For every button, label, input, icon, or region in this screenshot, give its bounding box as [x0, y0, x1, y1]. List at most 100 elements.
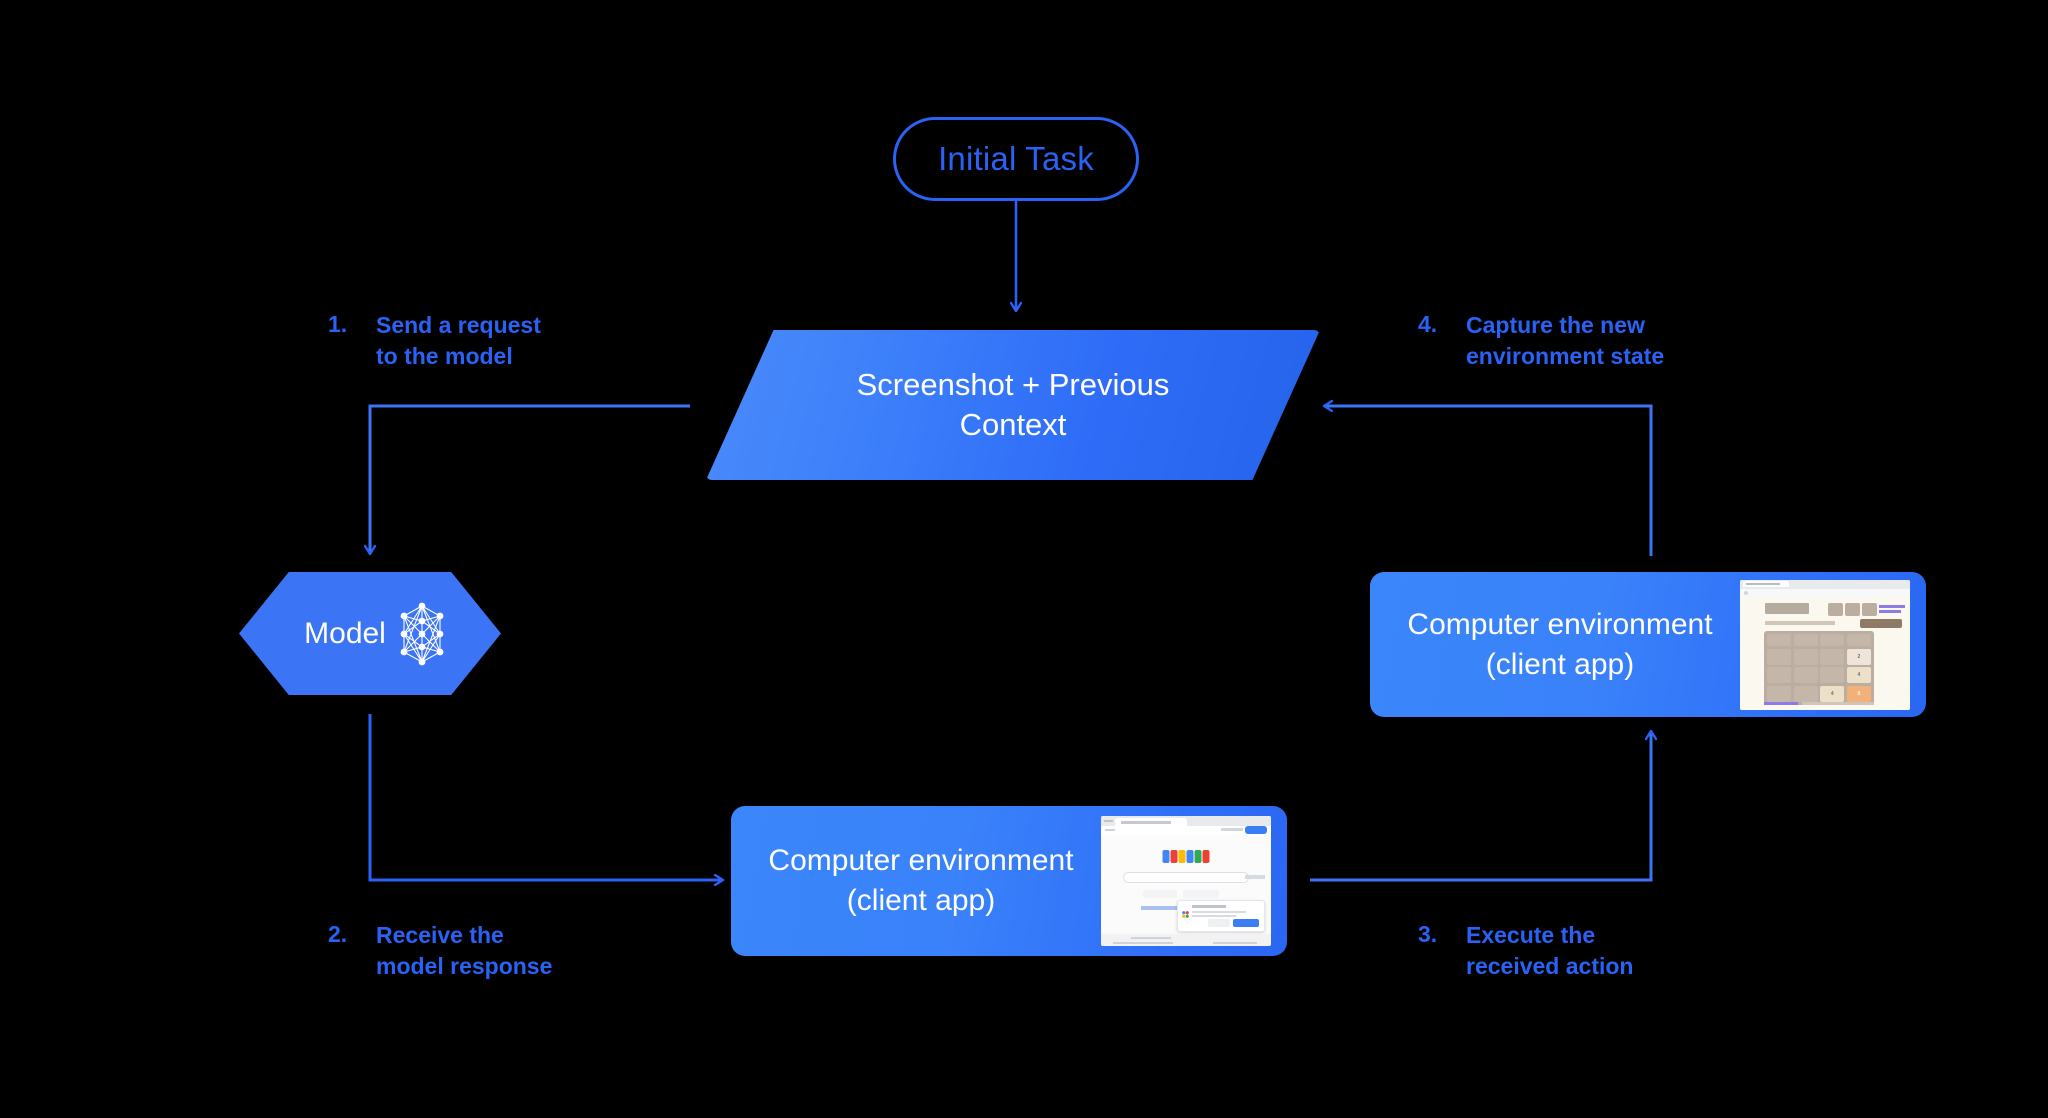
browser-tab-title [1746, 582, 1780, 585]
2048-site-title [1765, 602, 1809, 614]
dialog-body-line-2 [1192, 915, 1236, 917]
google-sign-in-button [1245, 826, 1267, 834]
google-footer [1101, 934, 1271, 946]
context-label-line2: Context [959, 407, 1067, 442]
step-4-number: 4. [1418, 311, 1438, 337]
google-search-button [1143, 890, 1177, 898]
step-1-number: 1. [328, 311, 348, 337]
env-right-label: Computer environment (client app) [1370, 605, 1740, 684]
2048-tile-value: 4 [1830, 690, 1834, 697]
browser-url-favicon [1744, 591, 1748, 595]
thumbnail-google-search [1101, 816, 1271, 946]
browser-url-bar [1740, 588, 1910, 597]
model-content: Model [239, 572, 501, 695]
2048-link-line-2 [1879, 609, 1901, 613]
2048-footer-text [1802, 701, 1874, 705]
model-label: Model [304, 616, 386, 650]
node-screenshot-context[interactable]: Screenshot + Previous Context [706, 330, 1320, 480]
arrow-env-right-to-context [1325, 406, 1653, 556]
arrow-context-to-model [370, 404, 690, 553]
step-1-line2: to the model [376, 343, 513, 370]
step-1-line1: Send a request [376, 312, 541, 338]
context-label-line1: Screenshot + Previous [856, 366, 1170, 402]
dialog-primary-button [1233, 919, 1259, 927]
step-4-line1: Capture the new [1466, 312, 1645, 338]
env-right-line1: Computer environment [1407, 607, 1713, 641]
dialog-body-line-1 [1192, 911, 1246, 913]
google-dialog [1177, 900, 1265, 932]
2048-tile-value: 8 [1857, 690, 1861, 697]
step-label-1: 1. Send a request to the model [328, 310, 541, 372]
step-1-text: Send a request to the model [376, 310, 541, 372]
env-bottom-line2: (client app) [846, 884, 996, 917]
context-label: Screenshot + Previous Context [706, 330, 1320, 480]
step-label-3: 3. Execute the received action [1418, 920, 1633, 982]
step-2-text: Receive the model response [376, 920, 552, 982]
2048-cell [1793, 633, 1818, 646]
google-footer-country [1131, 937, 1171, 939]
google-footer-links-left [1113, 942, 1173, 944]
2048-cell [1767, 648, 1792, 665]
browser-toolbar [1101, 826, 1271, 835]
parallelogram-shape [706, 330, 1320, 480]
step-label-4: 4. Capture the new environment state [1418, 310, 1664, 372]
hexagon-shape [239, 572, 501, 695]
thumbnail-2048-game: 2 4 4 8 [1740, 579, 1910, 710]
2048-cell: 4 [1846, 667, 1871, 683]
2048-tile-value: 2 [1857, 653, 1861, 660]
neural-network-icon [400, 602, 444, 665]
step-3-number: 3. [1418, 921, 1438, 947]
2048-cell: 8 [1846, 685, 1871, 702]
step-2-number: 2. [328, 921, 348, 947]
2048-subtitle [1765, 620, 1835, 625]
2048-link-line-1 [1879, 604, 1905, 608]
step-4-line2: environment state [1466, 343, 1665, 370]
2048-tile-value: 4 [1857, 672, 1861, 678]
2048-grid: 2 4 4 8 [1764, 630, 1874, 705]
2048-cell [1820, 667, 1845, 683]
dialog-secondary-button [1208, 919, 1230, 927]
step-2-line1: Receive the [376, 922, 504, 948]
step-3-text: Execute the received action [1466, 920, 1633, 982]
2048-footer-link [1764, 701, 1798, 705]
google-logo-icon [1162, 850, 1210, 863]
2048-cell [1820, 633, 1845, 646]
dialog-title [1192, 905, 1226, 908]
arrow-model-to-env-bottom [368, 714, 722, 880]
step-3-line1: Execute the [1466, 922, 1596, 948]
2048-extra-box [1862, 602, 1877, 616]
2048-cell [1767, 633, 1792, 646]
2048-cell [1820, 648, 1845, 665]
browser-window-controls [1104, 820, 1113, 822]
browser-back-icon [1105, 829, 1115, 831]
env-bottom-line1: Computer environment [768, 844, 1074, 878]
node-computer-environment-bottom[interactable]: Computer environment (client app) [731, 806, 1287, 956]
2048-score-box [1828, 602, 1843, 616]
step-4-text: Capture the new environment state [1466, 310, 1664, 372]
google-footer-links-right [1213, 942, 1257, 944]
google-lucky-button [1183, 890, 1219, 898]
google-top-links [1221, 828, 1243, 831]
arrow-env-bottom-to-env-right [1310, 732, 1651, 882]
2048-cell [1767, 667, 1792, 683]
2048-cell [1846, 633, 1871, 646]
node-initial-task[interactable]: Initial Task [893, 117, 1139, 201]
initial-task-label: Initial Task [938, 140, 1094, 177]
env-right-line2: (client app) [1485, 647, 1635, 681]
browser-tab-title [1121, 820, 1171, 824]
2048-cell [1793, 648, 1818, 665]
node-computer-environment-right[interactable]: Computer environment (client app) [1370, 572, 1926, 717]
step-2-line2: model response [376, 953, 553, 980]
dialog-icon [1182, 905, 1189, 918]
node-model[interactable]: Model [239, 572, 501, 695]
step-3-line2: received action [1466, 953, 1634, 980]
env-bottom-label: Computer environment (client app) [731, 841, 1101, 920]
2048-cell: 4 [1820, 685, 1845, 702]
2048-cell [1767, 685, 1792, 702]
2048-cell: 2 [1846, 648, 1871, 665]
2048-new-game-button [1860, 618, 1902, 628]
google-search-input [1123, 872, 1249, 883]
google-search-icons [1245, 875, 1265, 879]
2048-best-box [1845, 602, 1860, 616]
